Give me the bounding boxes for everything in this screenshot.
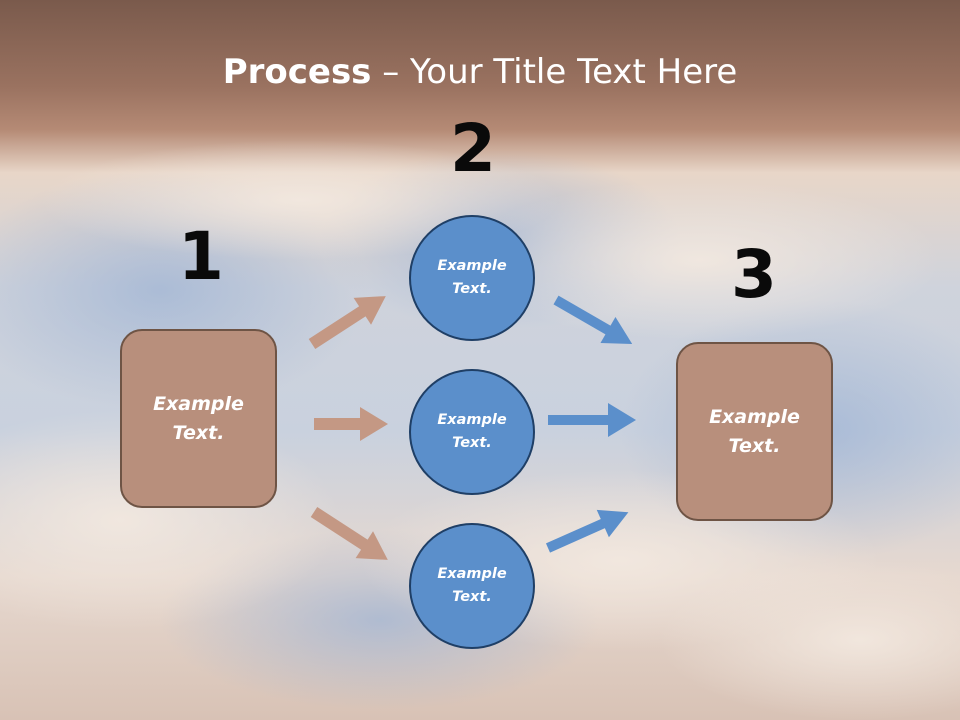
step-2-circle-middle: Example Text. bbox=[409, 369, 535, 495]
arrow-blue-down bbox=[553, 295, 633, 344]
step-1-box: Example Text. bbox=[120, 329, 277, 508]
step-3-box: Example Text. bbox=[676, 342, 833, 521]
arrow-brown-straight bbox=[314, 407, 388, 441]
step-number-3: 3 bbox=[731, 236, 777, 313]
step-number-1: 1 bbox=[178, 218, 224, 295]
step-number-2: 2 bbox=[450, 110, 496, 187]
title-rest: – Your Title Text Here bbox=[371, 52, 738, 92]
arrow-brown-up bbox=[308, 296, 386, 350]
arrow-blue-up bbox=[545, 509, 629, 553]
step-2-circle-top: Example Text. bbox=[409, 215, 535, 341]
slide-title: Process – Your Title Text Here bbox=[0, 52, 960, 92]
arrow-blue-straight bbox=[548, 403, 636, 437]
arrow-brown-down bbox=[310, 506, 388, 560]
step-2-circle-bottom: Example Text. bbox=[409, 523, 535, 649]
step-1-text: Example Text. bbox=[153, 392, 244, 444]
step-2-text-top: Example Text. bbox=[437, 258, 507, 297]
step-2-text-bottom: Example Text. bbox=[437, 566, 507, 605]
step-2-text-middle: Example Text. bbox=[437, 412, 507, 451]
step-3-text: Example Text. bbox=[709, 405, 800, 457]
title-bold: Process bbox=[222, 52, 372, 92]
